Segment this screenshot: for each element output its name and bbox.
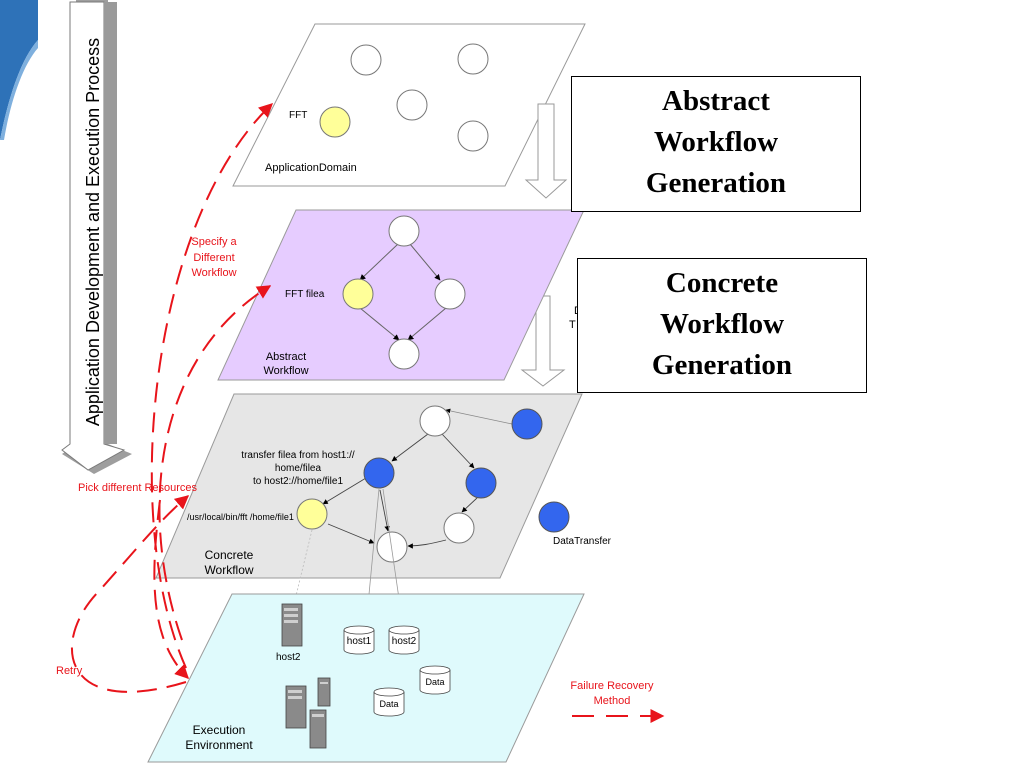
- hidden-fragment-t: T: [569, 319, 576, 331]
- execution-environment-label-1: Execution: [193, 723, 246, 737]
- host1-data-label: host1: [347, 636, 372, 647]
- abstract-workflow-label-1: Abstract: [266, 351, 306, 363]
- abstract-generation-line-1: Abstract: [662, 85, 770, 117]
- host1-data-icon: [343, 625, 375, 655]
- abstract-generation-line-2: Workflow: [653, 126, 779, 158]
- host2-data-label: host2: [392, 636, 417, 647]
- execution-environment-layer: host2 host1 host2 Data D: [147, 593, 585, 763]
- server-icon: [281, 603, 303, 647]
- app-node: [457, 120, 489, 152]
- concrete-workflow-label-2: Workflow: [204, 563, 253, 577]
- concrete-node: [376, 531, 408, 563]
- abstract-node: [388, 338, 420, 370]
- blue-node: [363, 457, 395, 489]
- failure-recovery-label-2: Method: [594, 695, 631, 707]
- specify-label-2: Different: [193, 252, 234, 264]
- host2-label: host2: [276, 652, 301, 663]
- data-icon-1: [419, 665, 451, 695]
- abstract-workflow-layer: FFT filea Abstract Workflow: [217, 209, 585, 381]
- abstract-fft-node: [342, 278, 374, 310]
- concrete-generation-line-2: Workflow: [659, 308, 785, 340]
- specify-label-1: Specify a: [191, 236, 237, 248]
- fft-label: FFT: [289, 110, 307, 121]
- abstract-generation-line-3: Generation: [645, 167, 787, 199]
- exec-text: /usr/local/bin/fft /home/file1: [187, 512, 294, 522]
- fft-node: [319, 106, 351, 138]
- concrete-generation-line-3: Generation: [651, 349, 793, 381]
- blue-node: [465, 467, 497, 499]
- concrete-generation-line-1: Concrete: [665, 267, 779, 299]
- concrete-node: [443, 512, 475, 544]
- data-label-2: Data: [379, 699, 398, 709]
- abstract-node: [388, 215, 420, 247]
- process-arrow: [61, 0, 132, 474]
- concrete-workflow-layer: transfer filea from host1:// home/filea …: [155, 393, 583, 579]
- abstract-generation-box: Abstract Workflow Generation: [571, 76, 861, 212]
- application-domain-label: ApplicationDomain: [265, 162, 357, 174]
- feedback-arrows: [70, 103, 274, 693]
- concrete-generation-box: Concrete Workflow Generation: [577, 258, 867, 393]
- corner-decoration: [0, 0, 38, 140]
- retry-label: Retry: [56, 665, 83, 677]
- app-node: [350, 44, 382, 76]
- app-node: [457, 43, 489, 75]
- data-icon-2: [373, 687, 405, 717]
- application-domain-layer: FFT ApplicationDomain: [232, 23, 586, 187]
- server-cluster-icon: [285, 677, 331, 749]
- specify-label-3: Workflow: [191, 267, 236, 279]
- blue-node: [511, 408, 543, 440]
- side-banner-text: Application Development and Execution Pr…: [83, 38, 103, 426]
- concrete-workflow-label-1: Concrete: [205, 548, 254, 562]
- app-node: [396, 89, 428, 121]
- failure-recovery-label-1: Failure Recovery: [570, 680, 654, 692]
- transfer-text-3: to host2://home/file1: [253, 476, 343, 487]
- data-transfer-node: [538, 501, 570, 533]
- pick-resources-label: Pick different Resources: [78, 482, 198, 494]
- concrete-fft-node: [296, 498, 328, 530]
- transfer-text-1: transfer filea from host1://: [241, 450, 355, 461]
- execution-environment-label-2: Environment: [185, 738, 253, 752]
- abstract-workflow-label-2: Workflow: [263, 365, 308, 377]
- host2-data-icon: [388, 625, 420, 655]
- abstract-node: [434, 278, 466, 310]
- hollow-arrow-1: [524, 103, 568, 199]
- data-label-1: Data: [425, 677, 444, 687]
- data-transfer-label: DataTransfer: [553, 536, 612, 547]
- transfer-text-2: home/filea: [275, 463, 322, 474]
- abstract-node-label: FFT filea: [285, 289, 325, 300]
- hollow-arrow-2: [520, 295, 566, 387]
- concrete-node: [419, 405, 451, 437]
